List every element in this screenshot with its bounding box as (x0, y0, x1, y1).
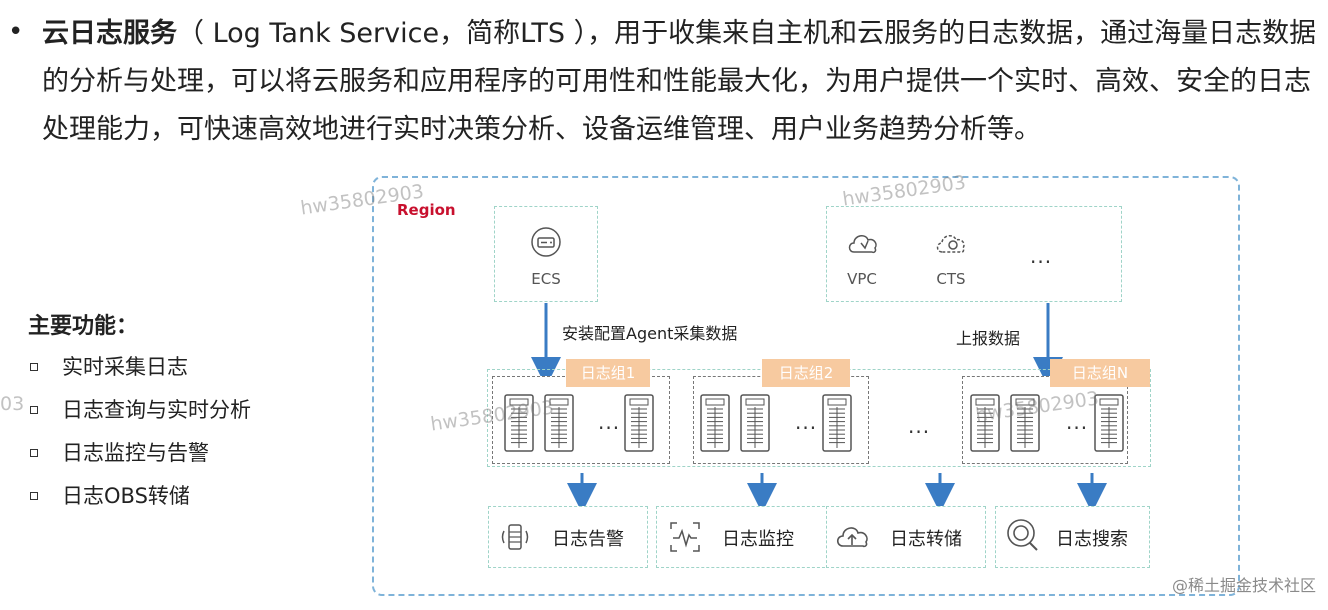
feature-item: 日志监控与告警 (30, 432, 251, 475)
server-rack-icon (822, 394, 852, 452)
region-box (372, 176, 1240, 596)
cts-cloud-icon (936, 235, 965, 254)
square-bullet-icon (30, 406, 38, 414)
vpc-cloud-icon (848, 235, 877, 254)
log-dump-label: 日志转储 (890, 529, 962, 550)
square-bullet-icon (30, 363, 38, 371)
log-monitor-box (656, 506, 830, 568)
features-title: 主要功能： (28, 314, 139, 339)
server-rack-icon (1094, 394, 1124, 452)
ecs-box (494, 206, 598, 302)
vpc-label: VPC (847, 270, 877, 288)
server-rack-icon (970, 394, 1000, 452)
search-icon (1007, 519, 1038, 551)
more-groups: ... (908, 414, 931, 438)
log-group-tag: 日志组2 (762, 359, 850, 387)
server-rack-icon (544, 394, 574, 452)
cloud-upload-icon (836, 527, 868, 548)
rack-more: ... (598, 410, 621, 434)
credit-watermark: @稀土掘金技术社区 (1171, 576, 1316, 595)
report-data-label: 上报数据 (956, 329, 1021, 348)
ecs-label: ECS (531, 270, 561, 288)
log-alarm-label: 日志告警 (552, 529, 624, 550)
server-rack-icon (740, 394, 770, 452)
log-monitor-label: 日志监控 (722, 529, 794, 550)
alarm-icon (501, 524, 529, 550)
log-search-label: 日志搜索 (1056, 529, 1128, 550)
install-agent-label: 安装配置Agent采集数据 (562, 324, 738, 343)
server-rack-icon (1010, 394, 1040, 452)
cloud-services-box (826, 206, 1122, 302)
intro-bullet: • (8, 17, 24, 47)
more-services: ... (1030, 244, 1053, 268)
monitor-wave-icon (670, 522, 700, 552)
server-rack-icon (700, 394, 730, 452)
log-group-tag: 日志组N (1050, 359, 1150, 387)
server-rack-icon (504, 394, 534, 452)
region-label: Region (397, 201, 456, 219)
square-bullet-icon (30, 492, 38, 500)
server-rack-icon (624, 394, 654, 452)
rack-more: ... (1066, 410, 1089, 434)
square-bullet-icon (30, 449, 38, 457)
log-search-box (995, 506, 1150, 568)
feature-item: 日志查询与实时分析 (30, 389, 251, 432)
intro-term: 云日志服务 (42, 18, 177, 49)
watermark-partial: 03 (0, 393, 25, 415)
log-group-tag: 日志组1 (566, 359, 650, 387)
intro-text: （ Log Tank Service，简称LTS ），用于收集来自主机和云服务的… (42, 18, 1317, 145)
features-list: 实时采集日志 日志查询与实时分析 日志监控与告警 日志OBS转储 (30, 346, 251, 518)
cts-label: CTS (936, 270, 966, 288)
feature-item: 实时采集日志 (30, 346, 251, 389)
server-icon (531, 227, 561, 257)
intro-paragraph: 云日志服务（ Log Tank Service，简称LTS ），用于收集来自主机… (42, 10, 1317, 154)
rack-more: ... (795, 410, 818, 434)
feature-item: 日志OBS转储 (30, 475, 251, 518)
